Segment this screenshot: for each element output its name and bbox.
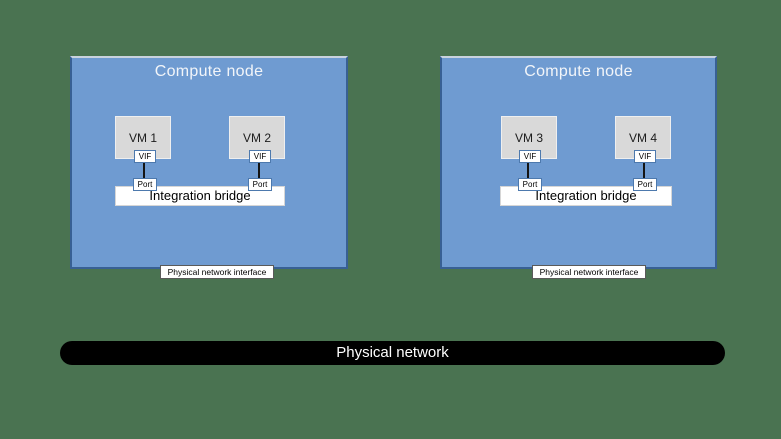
compute-node-title: Compute node	[524, 63, 633, 80]
vm-label: VM 4	[628, 130, 657, 145]
vif-port-connector-line	[527, 161, 529, 179]
physical-network-interface-label: Physical network interface	[167, 267, 267, 277]
vif-box: VIF	[634, 150, 656, 163]
physical-network-interface-label: Physical network interface	[539, 267, 639, 277]
compute-node-title: Compute node	[154, 63, 264, 80]
port-box: Port	[518, 178, 542, 191]
physical-network-interface-box: Physical network interface	[160, 265, 274, 279]
integration-bridge-label: Integration bridge	[149, 188, 251, 203]
vif-box: VIF	[134, 150, 156, 163]
vif-box: VIF	[519, 150, 541, 163]
vm-label: VM 2	[242, 130, 271, 145]
vm-label: VM 1	[128, 130, 157, 145]
vif-port-connector-line	[258, 161, 260, 179]
vm-box: VM 3	[501, 116, 557, 159]
vif-port-connector-line	[143, 161, 145, 179]
vif-box: VIF	[249, 150, 271, 163]
port-box: Port	[248, 178, 272, 191]
integration-bridge-label: Integration bridge	[535, 188, 637, 203]
vif-port-connector-line	[643, 161, 645, 179]
integration-bridge-box: Integration bridge	[115, 186, 285, 206]
compute-node-box-right: Compute node VM 3 VM 4 VIF VIF Integrati…	[440, 56, 717, 279]
vm-label: VM 3	[514, 130, 543, 145]
physical-network-bar: Physical network	[60, 341, 725, 365]
port-box: Port	[633, 178, 657, 191]
compute-node-box-left: Compute node VM 1 VM 2 VIF VIF Integrati…	[70, 56, 348, 279]
physical-network-interface-box: Physical network interface	[532, 265, 646, 279]
integration-bridge-box: Integration bridge	[500, 186, 672, 206]
port-box: Port	[133, 178, 157, 191]
physical-network-label: Physical network	[336, 344, 449, 361]
